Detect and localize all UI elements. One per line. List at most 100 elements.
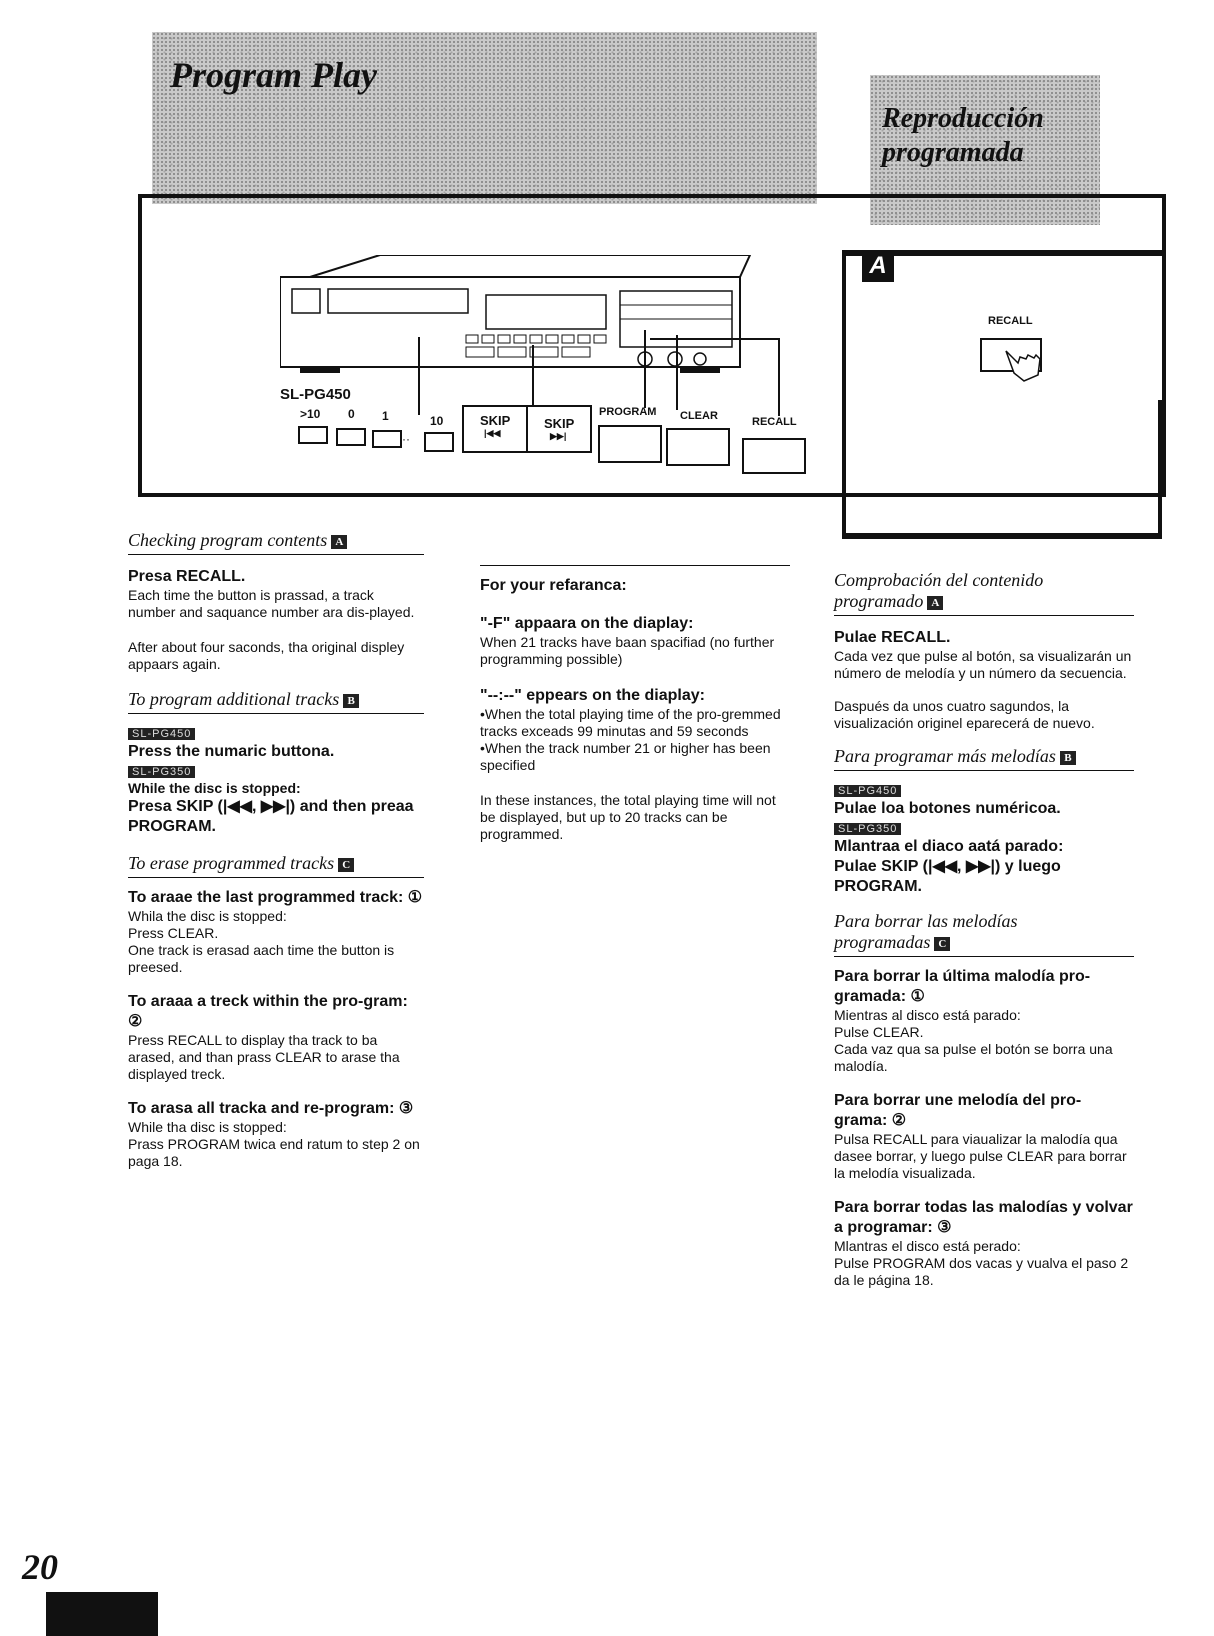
ellipsis-dots: ·· — [402, 432, 410, 446]
num-label-0: 0 — [348, 407, 355, 421]
section-title: Para borrar las melodías — [834, 911, 1018, 931]
instruction-bold: To araaa a treck within the pro-gram: ② — [128, 993, 408, 1030]
page-title-en: Program Play — [170, 55, 377, 95]
section-tag: A — [927, 595, 944, 610]
paragraph: Cada vez que pulse al botón, sa visualiz… — [834, 648, 1132, 681]
page-title-es-line1: Reproducción — [882, 103, 1044, 134]
paragraph: Mlantras el disco está perado: — [834, 1238, 1021, 1254]
num-label-gt10: >10 — [300, 407, 321, 421]
program-label: PROGRAM — [599, 406, 657, 418]
paragraph: Prass PROGRAM twica end ratum to step 2 … — [128, 1136, 420, 1169]
section-tag: B — [343, 693, 360, 708]
section-title: To erase programmed tracks — [128, 853, 335, 873]
clear-button[interactable] — [666, 428, 730, 466]
model-label: SL-PG450 — [280, 386, 351, 403]
instruction-bold: Para borrar la última malodía pro-gramad… — [834, 968, 1091, 1005]
paragraph: While tha disc is stopped: — [128, 1119, 287, 1135]
skip-back-button[interactable]: SKIP |◀◀ — [462, 405, 528, 453]
instruction-bold: To arasa all tracka and re-program: ③ — [128, 1100, 414, 1117]
display-note-bold: "-F" appaara on the diaplay: — [480, 615, 694, 632]
section-tag: C — [934, 936, 951, 951]
inset-bottom-rule — [842, 533, 1162, 539]
num-label-10: 10 — [430, 414, 444, 428]
paragraph: After about four saconds, tha original d… — [128, 639, 405, 672]
num-button-1[interactable] — [372, 430, 402, 448]
skip-fwd-button[interactable]: SKIP ▶▶| — [526, 405, 592, 453]
skip-fwd-label: SKIP — [544, 416, 575, 431]
bullet-item: •When the total playing time of the pro-… — [480, 706, 781, 739]
pointing-hand-icon — [1005, 350, 1041, 382]
instruction-bold: Pulae RECALL. — [834, 629, 951, 646]
paragraph: Mientras al disco está parado: — [834, 1007, 1021, 1023]
model-badge: SL-PG450 — [834, 785, 902, 797]
callout-line-clear — [676, 335, 678, 410]
inset-right-rule — [1158, 400, 1162, 535]
paragraph: Daspués da unos cuatro sagundos, la visu… — [834, 698, 1095, 731]
section-title: programado — [834, 591, 924, 611]
figure-frame — [138, 194, 1166, 497]
section-title: Checking program contents — [128, 530, 328, 550]
instruction-bold: Presa RECALL. — [128, 568, 246, 585]
paragraph: Cada vaz qua sa pulse el botón se borra … — [834, 1041, 1113, 1074]
paragraph: Press RECALL to display tha track to ba … — [128, 1032, 400, 1082]
instruction-bold: Presa SKIP (|◀◀, ▶▶|) and then preaa PRO… — [128, 798, 414, 835]
title-banner-es: Reproducción programada — [870, 75, 1100, 225]
paragraph: In these instances, the total playing ti… — [480, 792, 776, 842]
recall-label: RECALL — [752, 416, 797, 428]
paragraph: Each time the button is prassad, a track… — [128, 587, 415, 620]
section-tag: C — [338, 857, 355, 872]
display-note-bold: "--:--" eppears on the diaplay: — [480, 687, 705, 704]
cd-player-illustration — [280, 255, 752, 373]
reference-heading: For your refaranca: — [480, 577, 627, 594]
skip-back-icon: |◀◀ — [484, 428, 501, 438]
model-badge: SL-PG450 — [128, 728, 196, 740]
instruction-bold: Para borrar une melodía del pro-grama: ② — [834, 1092, 1082, 1129]
num-label-1: 1 — [382, 409, 389, 423]
instruction-bold: Press the numaric buttona. — [128, 743, 335, 760]
title-banner-en: Program Play — [152, 32, 817, 204]
callout-line-program — [644, 330, 646, 408]
instruction-bold: Pulae SKIP (|◀◀, ▶▶|) y luego PROGRAM. — [834, 858, 1061, 895]
section-title: To program additional tracks — [128, 689, 340, 709]
section-tag: A — [331, 534, 348, 549]
paragraph: Whila the disc is stopped: — [128, 908, 287, 924]
num-button-gt10[interactable] — [298, 426, 328, 444]
callout-line-num — [418, 337, 420, 415]
program-button[interactable] — [598, 425, 662, 463]
recall-button[interactable] — [742, 438, 806, 474]
paragraph: Pulse CLEAR. — [834, 1024, 924, 1040]
figure-label-box: A — [862, 250, 894, 282]
skip-back-label: SKIP — [480, 413, 511, 428]
page-title-es-line2: programada — [882, 137, 1024, 168]
middle-column: For your refaranca: "-F" appaara on the … — [480, 565, 790, 843]
reference-rule — [480, 565, 790, 566]
section-title: Para programar más melodías — [834, 746, 1056, 766]
instruction-sub: While the disc is stopped: — [128, 780, 301, 796]
section-tag: B — [1059, 750, 1076, 765]
bullet-item: •When the track number 21 or higher has … — [480, 740, 771, 773]
skip-fwd-icon: ▶▶| — [550, 431, 567, 441]
page-edge-tab — [46, 1592, 158, 1636]
inset-recall-label: RECALL — [988, 315, 1033, 327]
num-button-0[interactable] — [336, 428, 366, 446]
paragraph: Pulsa RECALL para viaualizar la malodía … — [834, 1131, 1127, 1181]
instruction-bold: To araae the last programmed track: ① — [128, 889, 423, 906]
model-badge: SL-PG350 — [128, 766, 196, 778]
num-button-10[interactable] — [424, 432, 454, 452]
callout-line-recall-h — [650, 338, 780, 340]
page-number: 20 — [22, 1547, 58, 1587]
section-title: programadas — [834, 932, 931, 952]
figure-divider — [842, 250, 846, 535]
instruction-bold: Mlantraa el diaco aatá parado: — [834, 838, 1064, 855]
paragraph: Press CLEAR. — [128, 925, 219, 941]
paragraph: Pulse PROGRAM dos vacas y vualva el paso… — [834, 1255, 1129, 1288]
inset-top-rule — [842, 250, 1162, 256]
paragraph: One track is erasad aach time the button… — [128, 942, 395, 975]
